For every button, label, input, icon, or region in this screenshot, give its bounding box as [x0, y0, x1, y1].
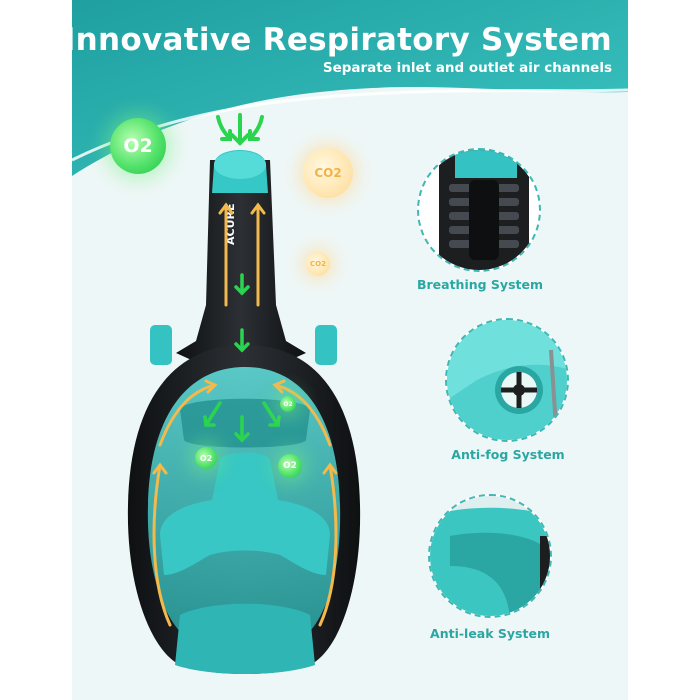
- anti-fog-system-label: Anti-fog System: [451, 447, 565, 462]
- o2-bubble-label: O2: [123, 135, 153, 157]
- outflow-arrows: [152, 202, 338, 627]
- anti-leak-system-label: Anti-leak System: [430, 626, 550, 641]
- o2-bubble-inner-3: O2: [280, 396, 296, 412]
- header-wave: [72, 0, 628, 176]
- co2-bubble-small: CO2: [306, 252, 330, 276]
- anti-fog-system-circle: [445, 318, 569, 442]
- co2-bubble-small-label: CO2: [310, 260, 326, 268]
- o2-bubble-inner-1: O2: [195, 447, 217, 469]
- o2-bubble-inner-3-label: O2: [283, 400, 293, 408]
- co2-bubble-large: CO2: [303, 148, 353, 198]
- o2-bubble-inner-1-label: O2: [199, 453, 213, 463]
- co2-bubble-large-label: CO2: [314, 166, 342, 180]
- anti-leak-system-circle: [428, 494, 552, 618]
- page-subtitle: Separate inlet and outlet air channels: [322, 60, 612, 76]
- breathing-valve-icon: [439, 150, 529, 270]
- page-title: Innovative Respiratory System: [63, 22, 612, 58]
- o2-bubble: O2: [110, 118, 166, 174]
- anti-leak-seal-icon: [430, 496, 550, 616]
- breathing-system-circle: [417, 148, 541, 272]
- snorkel-mask-illustration: ACURE: [127, 113, 361, 674]
- anti-fog-valve-icon: [447, 320, 567, 440]
- breathing-system-label: Breathing System: [416, 277, 544, 292]
- o2-bubble-inner-2-label: O2: [283, 461, 297, 471]
- o2-bubble-inner-2: O2: [278, 454, 302, 478]
- inflow-arrows: [216, 113, 264, 146]
